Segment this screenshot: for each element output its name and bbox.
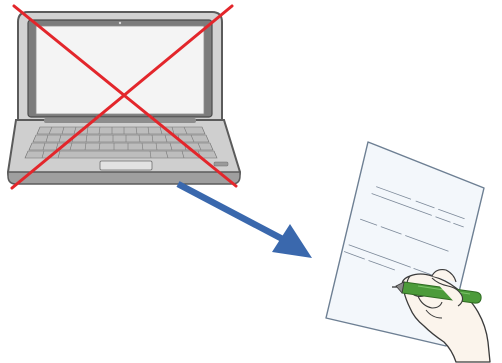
arrow-icon (178, 184, 312, 258)
laptop-front-edge (8, 172, 240, 184)
laptop-camera (119, 22, 121, 24)
laptop-touchpad (100, 161, 152, 170)
laptop-screen (36, 26, 204, 114)
laptop-hinge (44, 118, 196, 123)
laptop-icon (8, 12, 240, 184)
